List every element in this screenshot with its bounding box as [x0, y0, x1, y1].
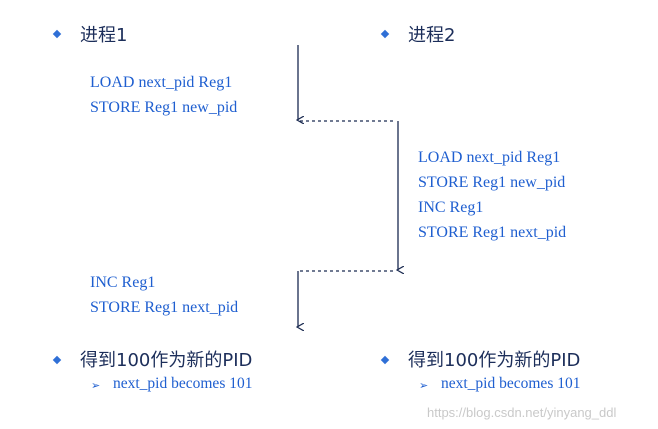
process2-sub-result: next_pid becomes 101	[441, 375, 581, 392]
process1-result: 得到100作为新的PID	[80, 350, 253, 371]
code-line: INC Reg1	[418, 199, 484, 216]
process2-result: 得到100作为新的PID	[408, 350, 581, 371]
process1-steps-after: INC Reg1 STORE Reg1 next_pid	[90, 270, 238, 320]
process1-steps-before: LOAD next_pid Reg1 STORE Reg1 new_pid	[90, 70, 237, 120]
process2-steps: LOAD next_pid Reg1 STORE Reg1 new_pid IN…	[418, 145, 566, 245]
code-line: STORE Reg1 new_pid	[90, 99, 238, 116]
arrowhead-bullet-icon: ➢	[419, 379, 429, 392]
watermark: https://blog.csdn.net/yinyang_ddl	[427, 405, 617, 420]
process1-title: 进程1	[80, 25, 128, 46]
arrowhead-bullet-icon: ➢	[91, 379, 101, 392]
code-line: LOAD next_pid Reg1	[418, 149, 561, 166]
code-line: LOAD next_pid Reg1	[90, 74, 233, 91]
code-line: INC Reg1	[90, 274, 156, 291]
code-line: STORE Reg1 next_pid	[90, 299, 239, 316]
process2-title: 进程2	[408, 25, 456, 46]
code-line: STORE Reg1 new_pid	[418, 174, 566, 191]
process1-sub-result: next_pid becomes 101	[113, 375, 253, 392]
code-line: STORE Reg1 next_pid	[418, 224, 567, 241]
